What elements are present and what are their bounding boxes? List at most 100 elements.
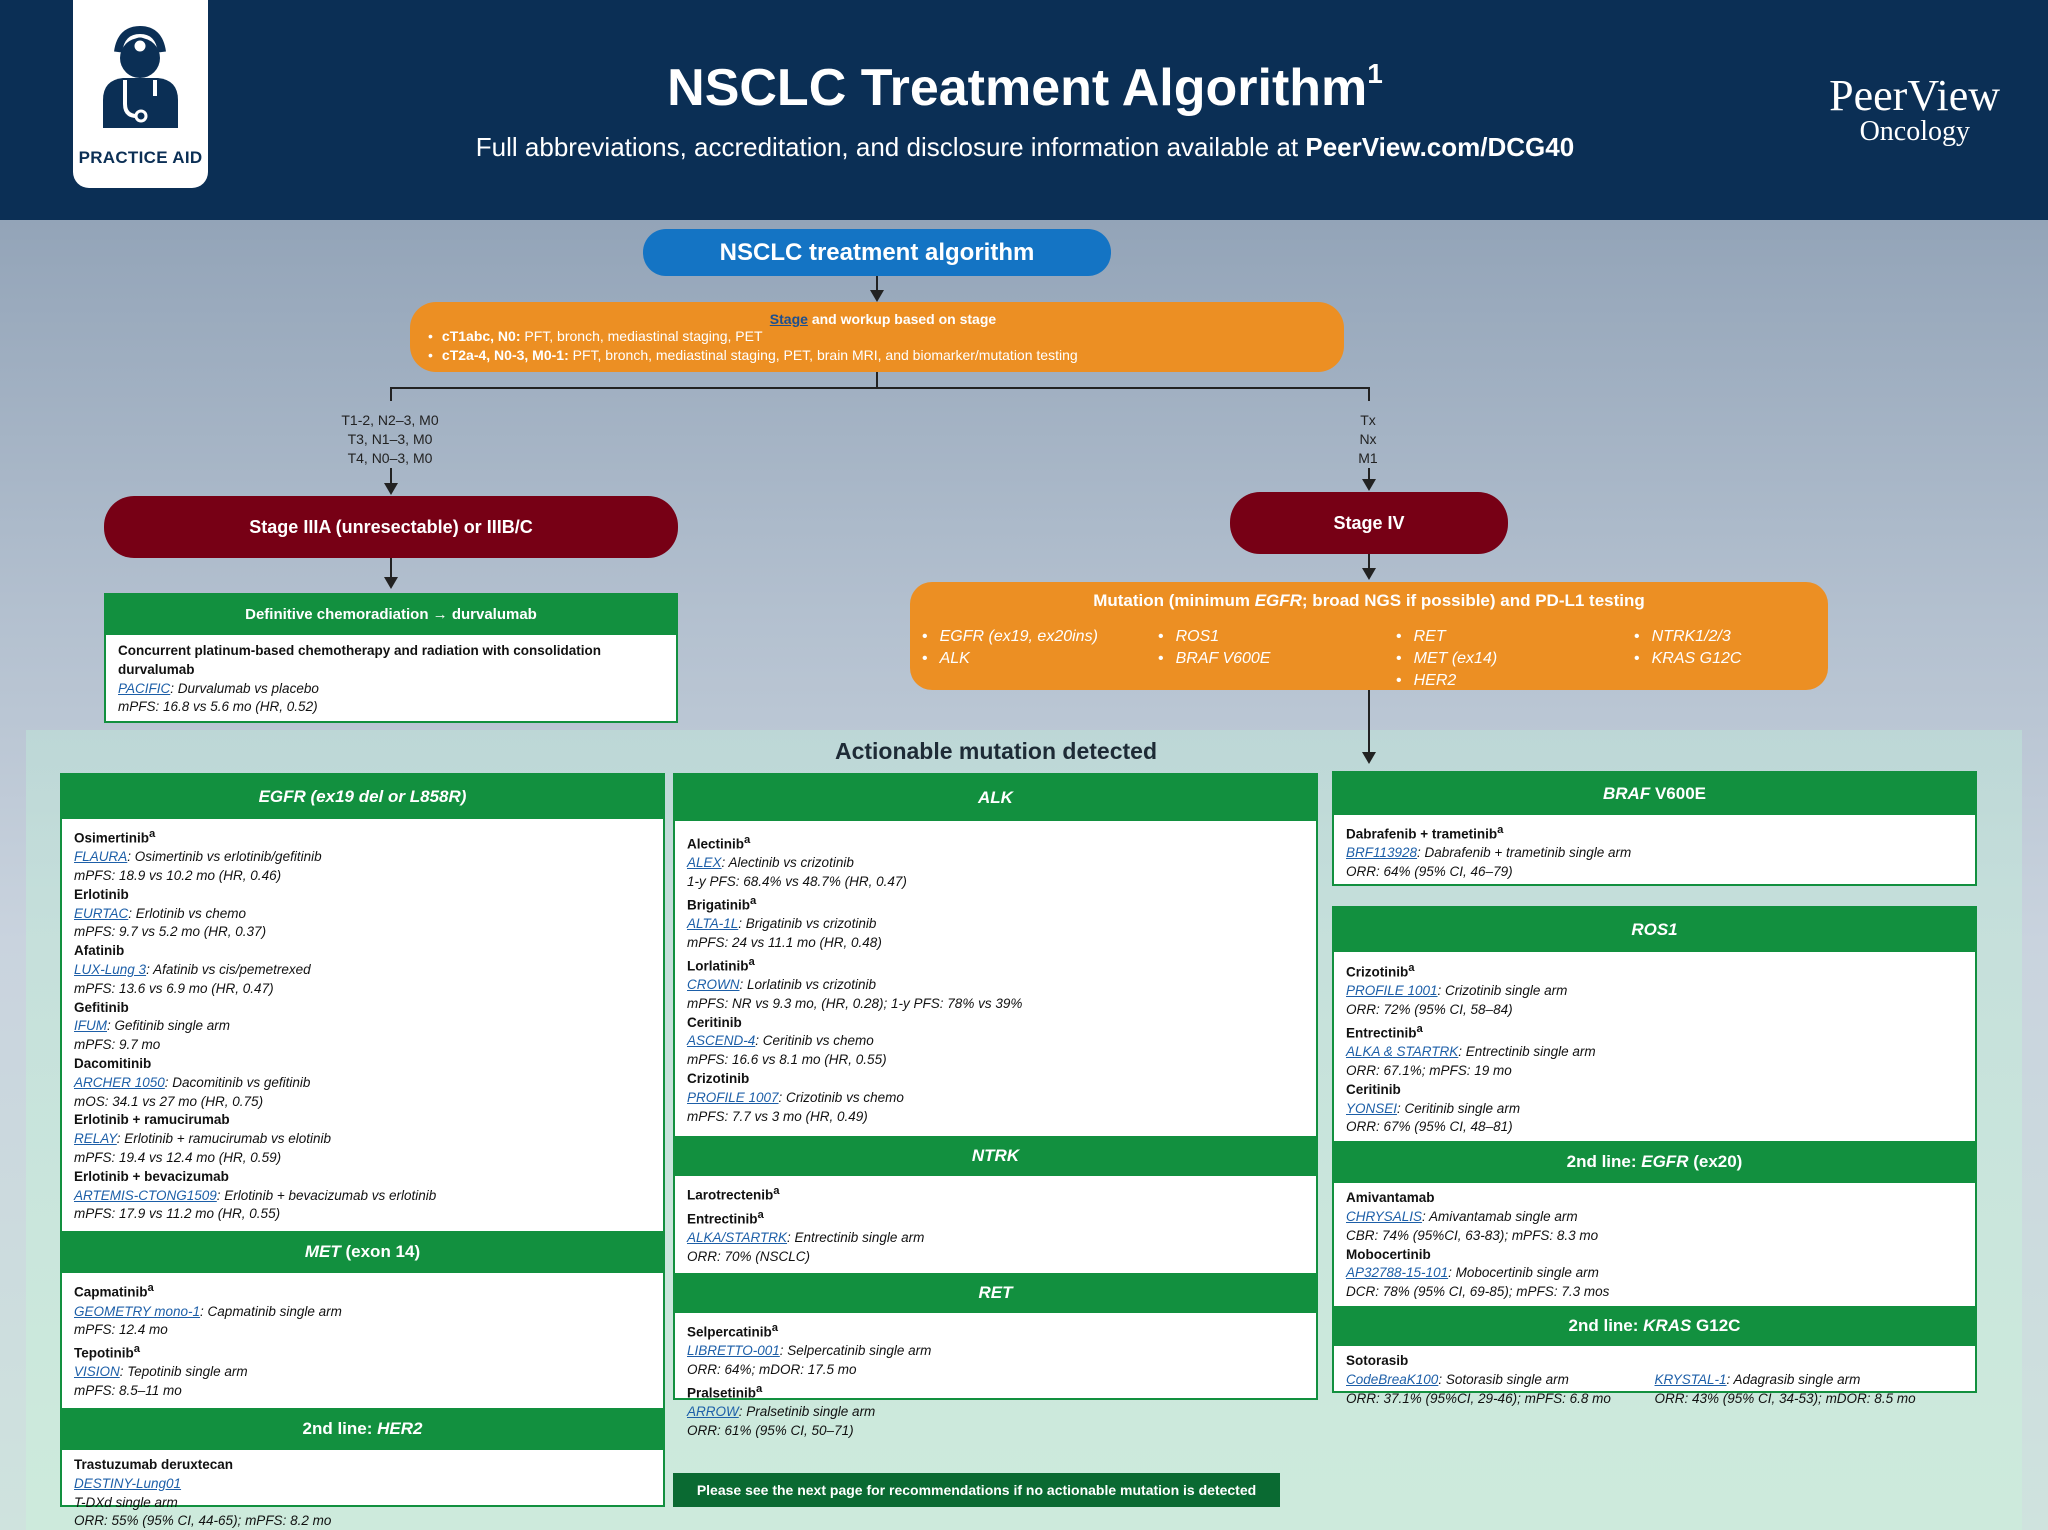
header-text: 2nd line: [1566, 1152, 1642, 1172]
drug-name: Ceritinib [1346, 1081, 1401, 1097]
stage-link[interactable]: Stage [769, 311, 808, 327]
egfr20-body: Amivantamab CHRYSALIS: Amivantamab singl… [1334, 1183, 1975, 1306]
trial-text: : Dabrafenib + trametinib single arm [1417, 845, 1632, 861]
trial-link[interactable]: PROFILE 1007 [687, 1089, 779, 1105]
drug-label: Alectinib [687, 836, 745, 852]
kras-trial-col: KRYSTAL-1: Adagrasib single arm ORR: 43%… [1655, 1371, 1964, 1409]
header-gene: HER2 [377, 1419, 423, 1439]
result-line: mOS: 34.1 vs 27 mo (HR, 0.75) [74, 1093, 264, 1109]
brand-logo-sub: Oncology [1859, 116, 1970, 147]
branch-label-line: T1-2, N2–3, M0 [341, 412, 439, 428]
drug-sup: a [771, 1321, 779, 1334]
trial-link[interactable]: ALKA/STARTRK [687, 1230, 788, 1246]
mutation-name: KRAS G12C [1651, 650, 1742, 667]
trial-text: : Entrectinib single arm [787, 1230, 925, 1246]
ret-body: Selpercatiniba LIBRETTO-001: Selpercatin… [675, 1313, 1316, 1445]
trial-link[interactable]: ALKA & STARTRK [1346, 1044, 1459, 1060]
connector-line [876, 276, 878, 292]
result-line: mPFS: NR vs 9.3 mo, (HR, 0.28); 1-y PFS:… [687, 995, 1023, 1011]
trial-link[interactable]: CodeBreaK100 [1346, 1371, 1439, 1387]
drug-name: Dacomitinib [74, 1056, 152, 1072]
drug-label: Crizotinib [1346, 964, 1409, 980]
trial-link[interactable]: AP32788-15-101 [1346, 1265, 1449, 1281]
trial-link[interactable]: ALEX [687, 855, 722, 871]
trial-link[interactable]: GEOMETRY mono-1 [74, 1303, 201, 1319]
connector-line [876, 372, 878, 388]
drug-name: Entrectiniba [1346, 1020, 1963, 1043]
trial-link[interactable]: PACIFIC [118, 680, 171, 696]
trial-link[interactable]: PROFILE 1001 [1346, 983, 1438, 999]
practice-aid-badge: PRACTICE AID [73, 0, 208, 188]
subtitle-link[interactable]: PeerView.com/DCG40 [1305, 132, 1575, 162]
algorithm-pill: NSCLC treatment algorithm [643, 229, 1111, 276]
result-line: DCR: 78% (95% CI, 69-85); mPFS: 7.3 mos [1346, 1284, 1610, 1300]
trial-link[interactable]: YONSEI [1346, 1100, 1398, 1116]
trial-link[interactable]: ALTA-1L [687, 916, 739, 932]
drug-label: Dabrafenib + trametinib [1346, 826, 1498, 842]
trial-link[interactable]: LIBRETTO-001 [687, 1342, 780, 1358]
trial-line: BRF113928: Dabrafenib + trametinib singl… [1346, 844, 1963, 863]
drug-name: Larotrecteniba [687, 1182, 1304, 1205]
mutation-item: RET [1396, 626, 1497, 648]
drug-sup: a [748, 955, 755, 968]
branch-label-line: T3, N1–3, M0 [347, 431, 433, 447]
drug-name: Ceritinib [687, 1014, 742, 1030]
trial-line: ARROW: Pralsetinib single arm [687, 1403, 1304, 1422]
trial-text: : Erlotinib vs chemo [128, 905, 247, 921]
trial-link[interactable]: ARTEMIS-CTONG1509 [74, 1187, 217, 1203]
trial-link[interactable]: CHRYSALIS [1346, 1208, 1423, 1224]
trial-link[interactable]: RELAY [74, 1131, 117, 1147]
result-line: ORR: 70% (NSCLC) [687, 1248, 811, 1264]
trial-link[interactable]: ARROW [687, 1403, 739, 1419]
result-line: mPFS: 24 vs 11.1 mo (HR, 0.48) [687, 934, 882, 950]
drug-label: Larotrectenib [687, 1187, 774, 1203]
mutation-column: EGFR (ex19, ex20ins) ALK [922, 626, 1098, 670]
connector-line [1368, 387, 1370, 401]
trial-link[interactable]: BRF113928 [1346, 845, 1418, 861]
trial-link[interactable]: KRYSTAL-1 [1654, 1371, 1727, 1387]
egfr-panel: EGFR (ex19 del or L858R) Osimertiniba FL… [60, 773, 665, 1528]
arrow-icon [384, 483, 398, 495]
header-banner: PRACTICE AID NSCLC Treatment Algorithm1 … [0, 0, 2048, 220]
alk-header: ALK [675, 775, 1316, 821]
result-line: mPFS: 7.7 vs 3 mo (HR, 0.49) [687, 1108, 868, 1124]
heading-text: ; broad NGS if possible) and PD-L1 testi… [1301, 591, 1645, 610]
trial-text: : Osimertinib vs erlotinib/gefitinib [127, 849, 322, 865]
result-line: ORR: 72% (95% CI, 58–84) [1346, 1002, 1513, 1018]
ntrk-header: NTRK [675, 1136, 1316, 1177]
trial-line: EURTAC: Erlotinib vs chemo [74, 905, 651, 924]
drug-sup: a [147, 1282, 154, 1295]
drug-sup: a [133, 1343, 141, 1356]
trial-link[interactable]: EURTAC [74, 905, 129, 921]
trial-link[interactable]: ARCHER 1050 [74, 1074, 165, 1090]
ros1-body: Crizotiniba PROFILE 1001: Crizotinib sin… [1334, 952, 1975, 1141]
trial-text: : Tepotinib single arm [119, 1364, 248, 1380]
trial-link[interactable]: LUX-Lung 3 [74, 962, 147, 978]
trial-link[interactable]: DESTINY-Lung01 [74, 1475, 182, 1491]
trial-text: : Sotorasib single arm [1438, 1371, 1569, 1387]
trial-text: : Ceritinib single arm [1397, 1100, 1521, 1116]
mutation-item: EGFR (ex19, ex20ins) [922, 626, 1098, 648]
trial-link[interactable]: IFUM [74, 1018, 107, 1034]
stage-item-text: PFT, bronch, mediastinal staging, PET [524, 328, 763, 344]
braf-panel: BRAF V600E Dabrafenib + trametiniba BRF1… [1332, 771, 1977, 886]
drug-name: Osimertiniba [74, 825, 651, 848]
trial-link[interactable]: CROWN [687, 977, 740, 993]
trial-line: ARTEMIS-CTONG1509: Erlotinib + bevacizum… [74, 1187, 651, 1206]
result-line: ORR: 64% (95% CI, 46–79) [1346, 864, 1513, 880]
trial-line: LUX-Lung 3: Afatinib vs cis/pemetrexed [74, 961, 651, 980]
trial-link[interactable]: VISION [74, 1364, 120, 1380]
trial-link[interactable]: ASCEND-4 [687, 1033, 756, 1049]
drug-name: Mobocertinib [1346, 1246, 1431, 1262]
trial-line: KRYSTAL-1: Adagrasib single arm [1655, 1371, 1964, 1390]
trial-line: DESTINY-Lung01 [74, 1475, 651, 1494]
ros1-header: ROS1 [1334, 908, 1975, 952]
trial-line: CodeBreaK100: Sotorasib single arm [1346, 1371, 1655, 1390]
connector-line [390, 387, 392, 401]
drug-name: Dabrafenib + trametiniba [1346, 821, 1963, 844]
arrow-icon [1362, 479, 1376, 491]
drug-name: Pralsetiniba [687, 1380, 1304, 1403]
connector-line [1368, 690, 1370, 756]
trial-link[interactable]: FLAURA [74, 849, 128, 865]
drug-sup: a [149, 828, 156, 840]
